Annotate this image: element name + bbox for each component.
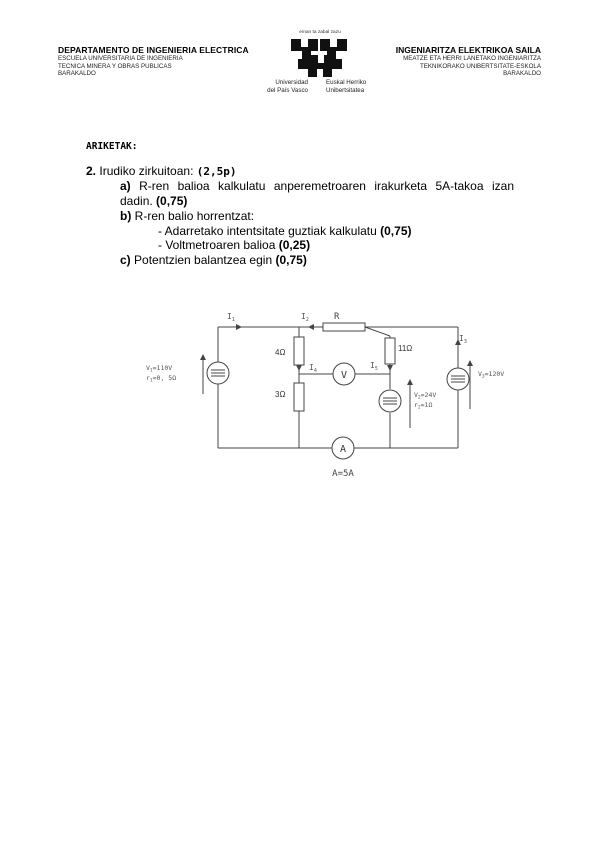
exercise-number: 2. <box>86 164 97 178</box>
part-c-line: c) Potentzien balantzea egin (0,75) <box>120 253 307 268</box>
university-motto: eman ta zabal zazu <box>299 30 341 35</box>
school-line-2-eu: TEKNIKORAKO UNIBERTSITATE-ESKOLA <box>419 62 541 70</box>
label-resistor-11: 11Ω <box>398 344 412 353</box>
part-b-line: b) R-ren balio horrentzat: <box>120 209 254 224</box>
arrow-i3 <box>455 339 461 345</box>
arrow-i2 <box>308 324 314 330</box>
part-a-line-1: a) R-ren balioa kalkulatu anperemetroare… <box>120 179 514 194</box>
arrow-i5 <box>387 365 393 371</box>
part-a-text-1: R-ren balioa kalkulatu anperemetroaren i… <box>139 179 514 193</box>
label-i3: I3 <box>459 334 467 345</box>
source-1-symbol <box>206 361 230 385</box>
label-i2: I2 <box>301 312 309 323</box>
uni-eu-line-1: Euskal Herriko <box>326 79 367 86</box>
emf-arrow-1-head <box>200 354 206 360</box>
voltmeter-symbol: V <box>332 362 356 386</box>
part-b-item-1-points: (0,75) <box>380 224 412 238</box>
emf-arrow-3-head <box>467 360 473 366</box>
label-source2-r: r2=1Ω <box>414 401 432 411</box>
part-a-points: (0,75) <box>156 194 188 208</box>
part-a-text-2: dadin. <box>120 194 153 208</box>
exercise-intro: Irudiko zirkuitoan: <box>99 164 194 178</box>
part-b-item-2-text: - Voltmetroaren balioa <box>158 238 276 252</box>
department-title-es: DEPARTAMENTO DE INGENIERIA ELECTRICA <box>58 45 249 55</box>
part-a-line-2: dadin. (0,75) <box>120 194 187 209</box>
university-name-es: Universidad del País Vasco <box>252 79 308 95</box>
voltmeter-label: V <box>341 370 347 381</box>
label-source1-r: r1=0, 5Ω <box>146 374 176 384</box>
ammeter-symbol: A <box>331 436 355 460</box>
uni-es-line-1: Universidad <box>275 79 308 86</box>
label-i1: I1 <box>227 312 235 323</box>
school-line-3-eu: BARAKALDO <box>503 70 541 78</box>
part-b-text: R-ren balio horrentzat: <box>134 209 255 223</box>
circuit-wires <box>217 322 459 449</box>
university-logo <box>291 39 347 77</box>
label-i5: I5 <box>370 361 378 372</box>
arrow-i1 <box>236 324 242 330</box>
uni-es-line-2: del País Vasco <box>267 86 308 94</box>
circuit-arrows <box>200 324 473 428</box>
school-line-2-es: TECNICA MINERA Y OBRAS PUBLICAS <box>58 62 172 70</box>
section-title: ARIKETAK: <box>86 141 138 152</box>
header-right: INGENIARITZA ELEKTRIKOA SAILA MEATZE ETA… <box>321 45 541 78</box>
label-resistor-r: R <box>334 312 340 322</box>
school-line-1-es: ESCUELA UNIVERSITARIA DE INGENIERIA <box>58 55 183 62</box>
part-b-item-2-points: (0,25) <box>278 238 311 252</box>
part-c-points: (0,75) <box>275 253 307 267</box>
ammeter-label: A <box>340 444 346 455</box>
arrow-i4 <box>296 365 302 371</box>
university-name-eu: Euskal Herriko Unibertsitatea <box>326 79 396 95</box>
label-resistor-3: 3Ω <box>275 390 285 399</box>
label-i4: I4 <box>309 363 317 374</box>
part-b-item-1: - Adarretako intentsitate guztiak kalkul… <box>158 224 412 239</box>
label-resistor-4: 4Ω <box>275 348 285 357</box>
school-line-3-es: BARAKALDO <box>58 70 96 78</box>
ammeter-reading: A=5A <box>332 469 354 479</box>
part-b-item-2: - Voltmetroaren balioa (0,25) <box>158 238 310 253</box>
part-c-label: c) <box>120 253 131 267</box>
label-source2-v: V2=24V <box>414 391 436 401</box>
school-line-1-eu: MEATZE ETA HERRI LANETAKO INGENIARITZA <box>403 55 541 62</box>
exercise-points: (2,5p) <box>196 165 237 178</box>
label-source1-v: V1=110V <box>146 364 172 374</box>
header-left: DEPARTAMENTO DE INGENIERIA ELECTRICA ESC… <box>58 45 278 78</box>
label-source3-v: V3=120V <box>478 370 504 380</box>
part-a-label: a) <box>120 179 131 193</box>
source-3-symbol <box>446 367 470 391</box>
part-b-label: b) <box>120 209 132 223</box>
exercise-intro-line: 2. Irudiko zirkuitoan: (2,5p) <box>86 164 237 179</box>
department-title-eu: INGENIARITZA ELEKTRIKOA SAILA <box>395 45 541 55</box>
emf-arrow-2-head <box>407 379 413 385</box>
source-2-symbol <box>378 389 402 413</box>
part-c-text: Potentzien balantzea egin <box>134 253 273 267</box>
uni-eu-line-2: Unibertsitatea <box>326 86 365 94</box>
part-b-item-1-text: - Adarretako intentsitate guztiak kalkul… <box>158 224 377 238</box>
